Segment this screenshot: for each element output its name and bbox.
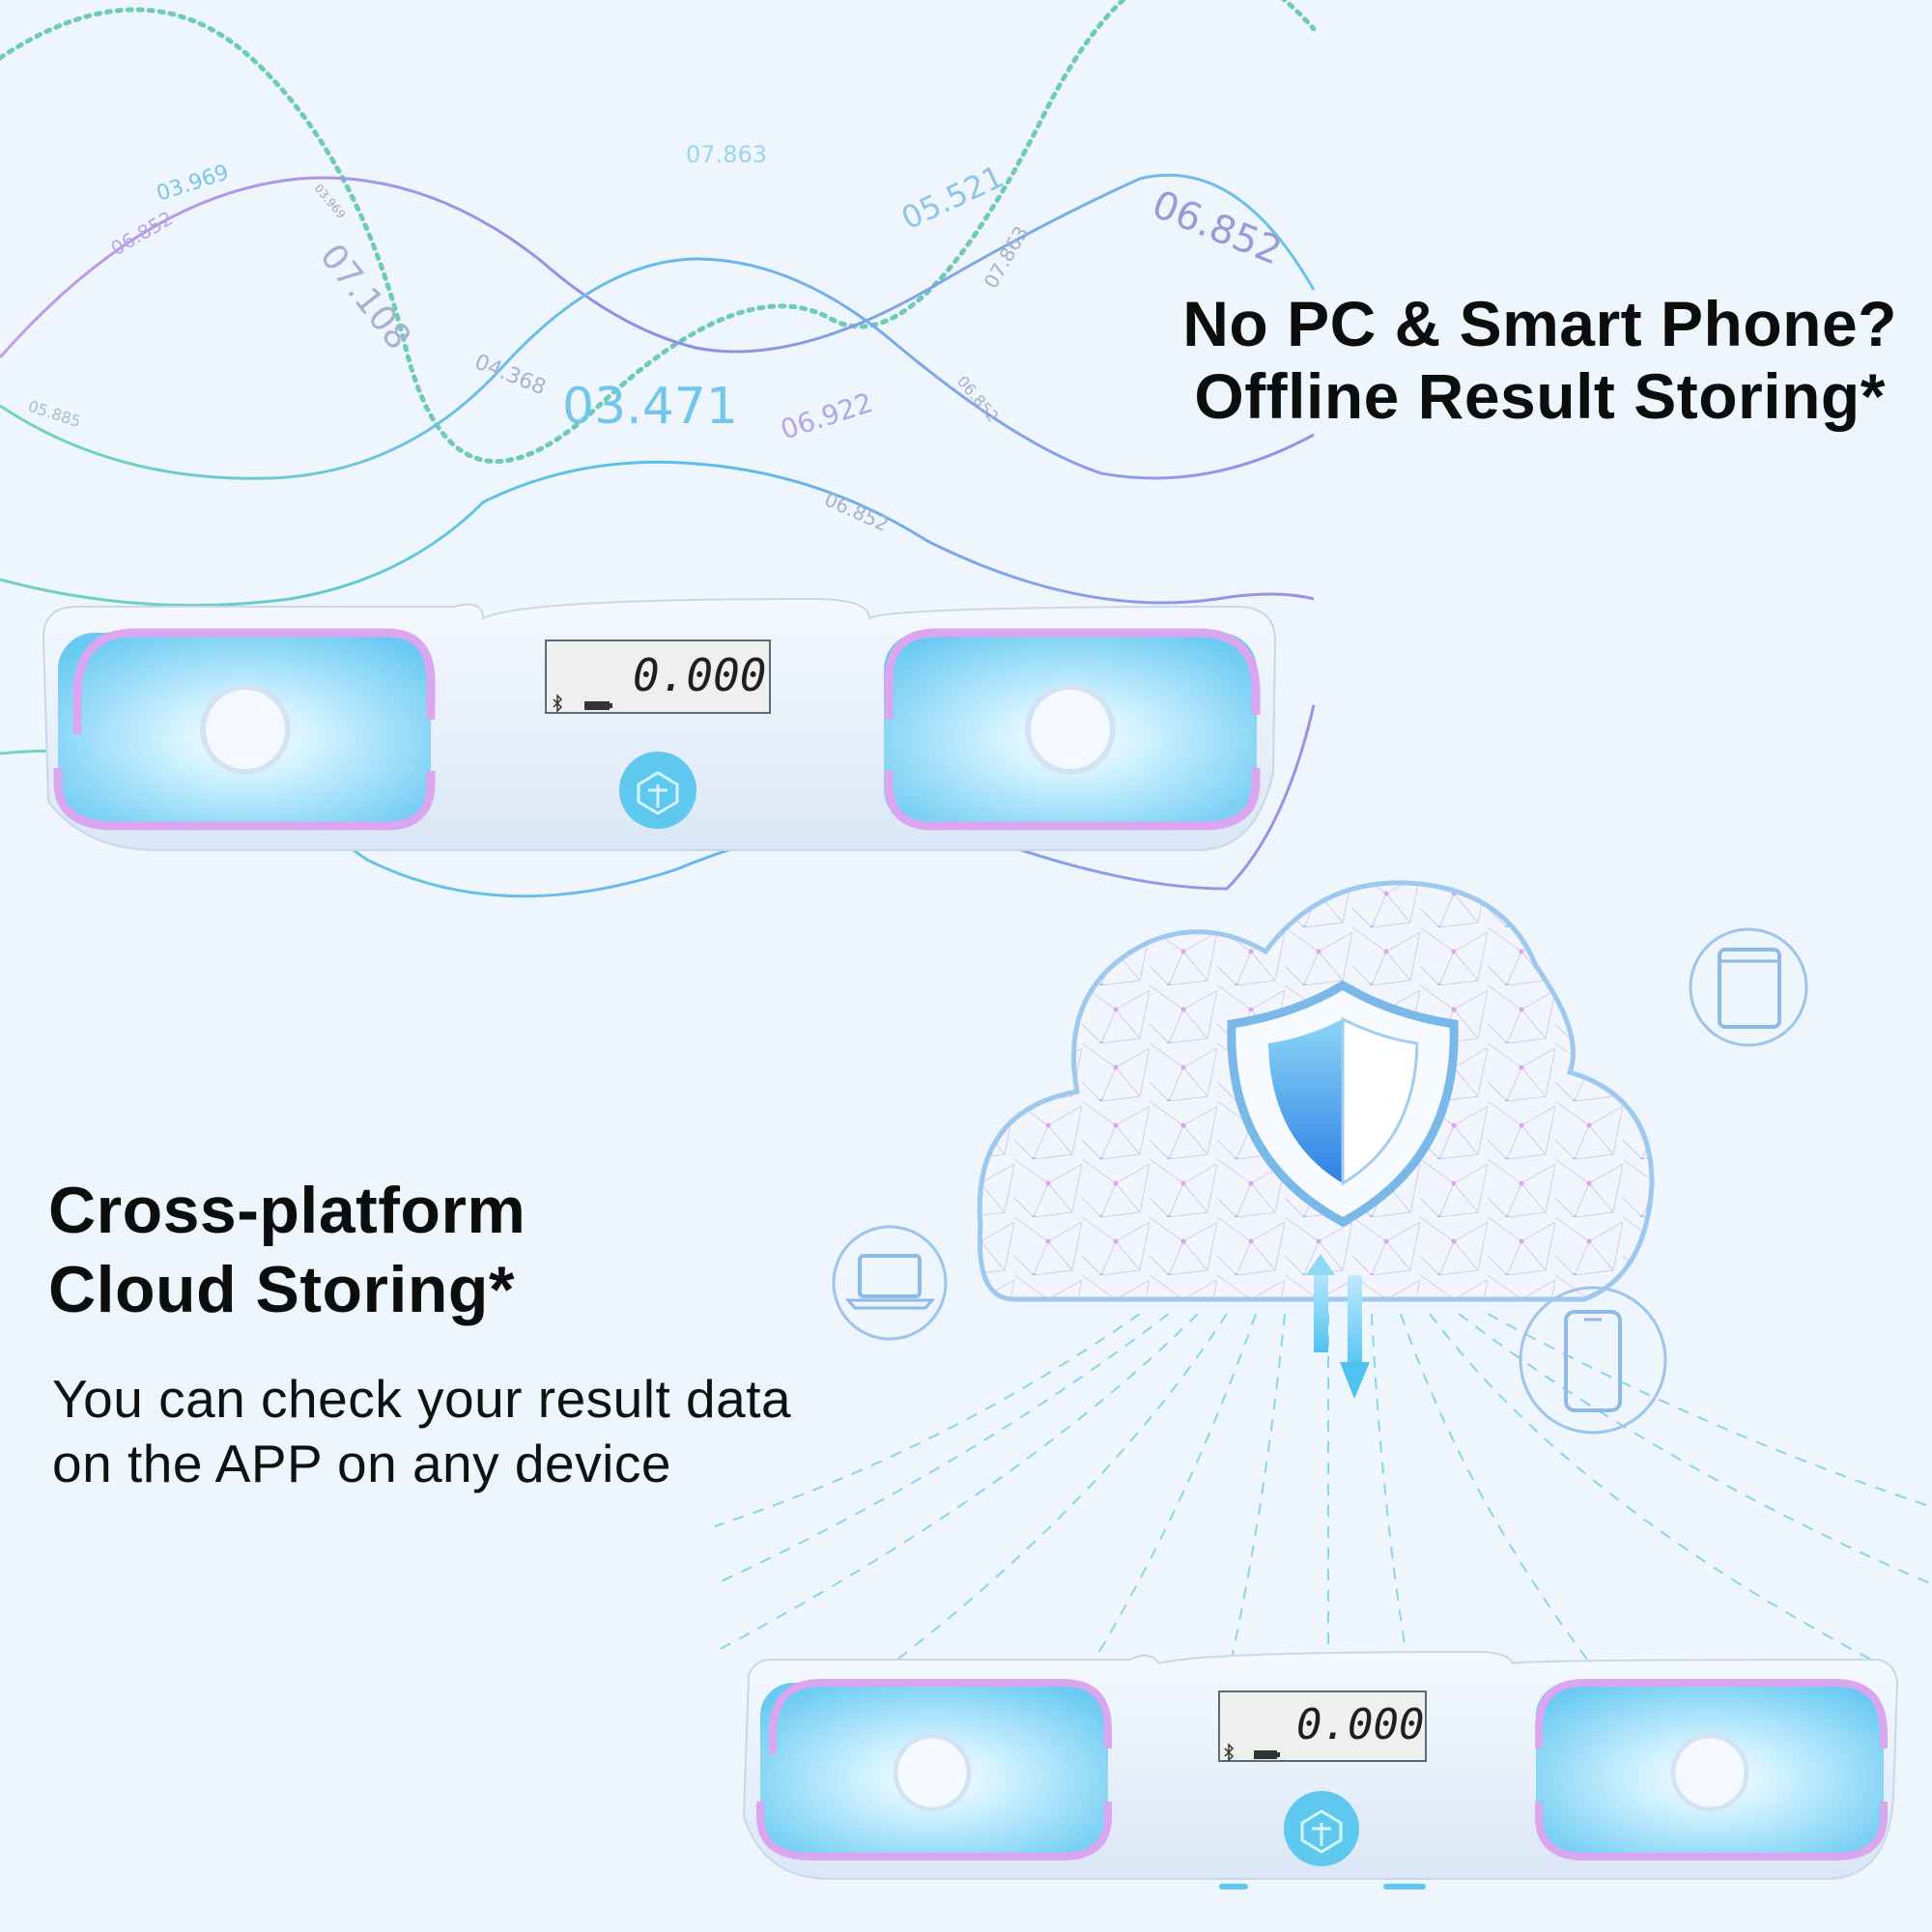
reading-label: 06.852 [1146, 183, 1288, 274]
sensor-pad-device-bottom: 0.000 [742, 1650, 1899, 1889]
brand-logo-icon [1284, 1791, 1359, 1866]
bluetooth-icon [553, 694, 563, 713]
reading-label: 03.471 [562, 378, 738, 436]
lcd-readout: 0.000 [633, 649, 766, 701]
reading-label: 05.521 [895, 157, 1009, 237]
sensor-pad-device-top: 0.000 [42, 597, 1277, 851]
reading-label: 06.852 [953, 372, 1003, 425]
heading-line: Cloud Storing* [48, 1253, 515, 1327]
heading-line: Offline Result Storing* [1194, 359, 1886, 432]
reading-label: 06.922 [777, 386, 876, 446]
cloud-sync-graphic [714, 880, 1932, 1682]
battery-icon [1254, 1750, 1280, 1759]
reading-label: 06.852 [107, 207, 178, 261]
heading-line: Cross-platform [48, 1174, 526, 1247]
reading-label: 03.969 [154, 160, 232, 207]
phone-icon [1519, 1286, 1667, 1435]
electrode-button-right [1025, 684, 1116, 775]
electrode-button-right [1670, 1733, 1749, 1812]
description-line: on the APP on any device [52, 1434, 671, 1494]
lcd-screen [1218, 1690, 1427, 1762]
electrode-button-left [893, 1733, 972, 1812]
electrode-button-left [200, 684, 291, 775]
data-stream-lines [714, 1313, 1932, 1682]
reading-label: 06.852 [821, 488, 893, 536]
wave-dotted-a [0, 0, 1317, 465]
reading-label: 03.969 [312, 182, 349, 221]
tablet-icon [1689, 927, 1808, 1047]
heading-line: No PC & Smart Phone? [1182, 288, 1897, 359]
bluetooth-icon [1224, 1743, 1235, 1762]
wave-purple [0, 173, 1316, 358]
reading-label: 07.108 [312, 237, 418, 357]
lcd-screen [545, 639, 771, 714]
laptop-icon [832, 1225, 948, 1341]
cloud-storing-description: You can check your result data on the AP… [52, 1367, 791, 1496]
wave-green [0, 460, 1315, 608]
battery-icon [584, 701, 612, 710]
cloud-storing-heading: Cross-platform Cloud Storing* [48, 1171, 526, 1330]
description-line: You can check your result data [52, 1369, 792, 1429]
wave-blue [0, 257, 1315, 480]
shield-icon [1227, 980, 1459, 1228]
offline-storing-heading: No PC & Smart Phone? Offline Result Stor… [1182, 288, 1897, 432]
lcd-readout: 0.000 [1296, 1700, 1424, 1749]
sync-arrows-icon [1306, 1254, 1370, 1399]
reading-label: 07.863 [686, 141, 767, 168]
brand-logo-icon [619, 752, 696, 829]
